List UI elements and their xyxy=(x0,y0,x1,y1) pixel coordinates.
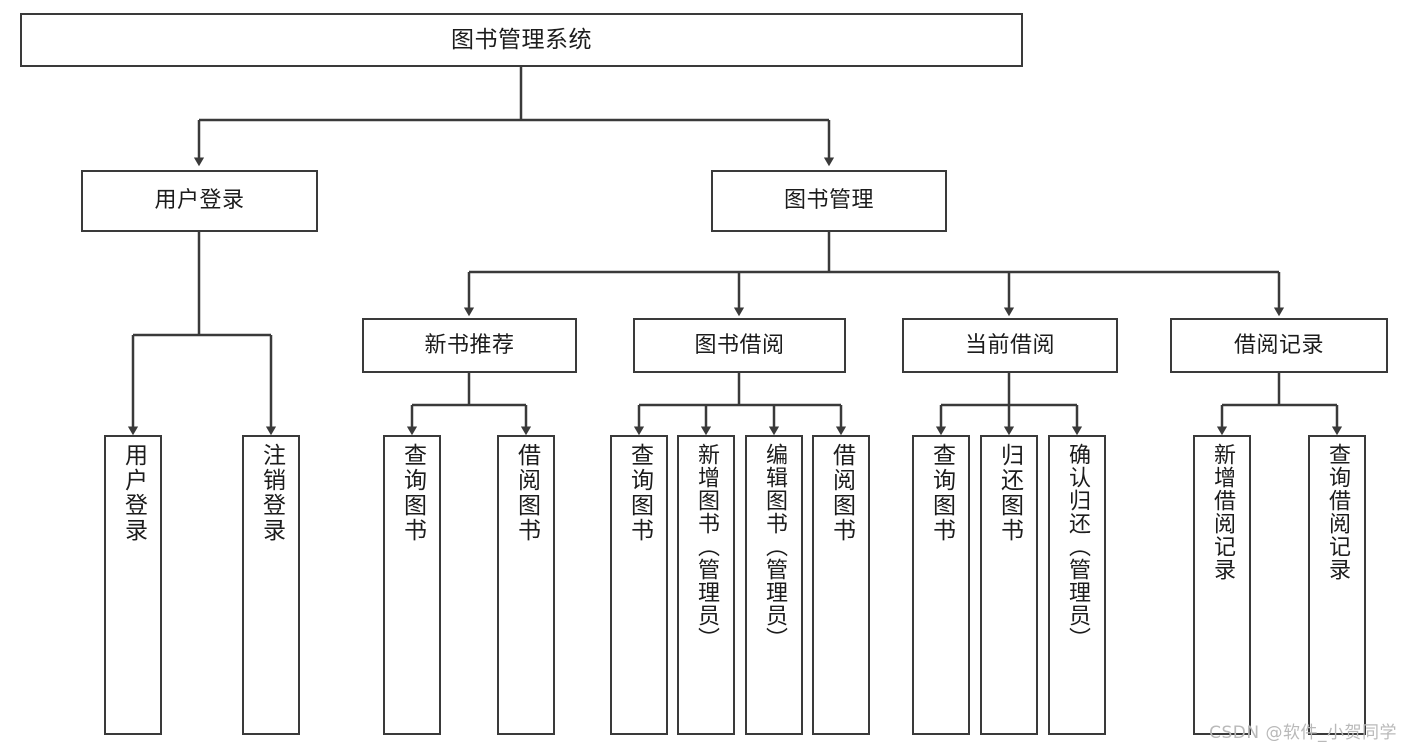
leaf-borrow-record-add-label: 新增借阅记录 xyxy=(1210,443,1235,581)
leaf-borrow-record-query[interactable]: 查询借阅记录 xyxy=(1308,435,1366,735)
leaf-book-borrow-query[interactable]: 查询图书 xyxy=(610,435,668,735)
node-root-label: 图书管理系统 xyxy=(451,26,592,53)
leaf-user-login-logout-label: 注销登录 xyxy=(258,443,285,543)
leaf-current-borrow-return[interactable]: 归还图书 xyxy=(980,435,1038,735)
leaf-user-login-login[interactable]: 用户登录 xyxy=(104,435,162,735)
leaf-new-book-query[interactable]: 查询图书 xyxy=(383,435,441,735)
node-user-login[interactable]: 用户登录 xyxy=(81,170,318,232)
leaf-new-book-query-label: 查询图书 xyxy=(399,443,426,543)
leaf-user-login-logout[interactable]: 注销登录 xyxy=(242,435,300,735)
leaf-new-book-borrow-label: 借阅图书 xyxy=(513,443,540,543)
node-current-borrow[interactable]: 当前借阅 xyxy=(902,318,1118,373)
leaf-borrow-record-query-label: 查询借阅记录 xyxy=(1325,443,1350,581)
leaf-current-borrow-return-label: 归还图书 xyxy=(996,443,1023,543)
node-book-management-label: 图书管理 xyxy=(783,188,874,214)
node-current-borrow-label: 当前借阅 xyxy=(964,332,1055,358)
node-new-book-recommend-label: 新书推荐 xyxy=(424,332,515,358)
leaf-new-book-borrow[interactable]: 借阅图书 xyxy=(497,435,555,735)
node-user-login-label: 用户登录 xyxy=(154,188,245,214)
node-borrow-record[interactable]: 借阅记录 xyxy=(1170,318,1388,373)
leaf-book-borrow-add-label: 新增图书（管理员） xyxy=(694,443,719,650)
node-root[interactable]: 图书管理系统 xyxy=(20,13,1023,67)
leaf-book-borrow-query-label: 查询图书 xyxy=(626,443,653,543)
leaf-book-borrow-edit-label: 编辑图书（管理员） xyxy=(762,443,787,650)
node-book-borrow-label: 图书借阅 xyxy=(694,332,785,358)
node-book-borrow[interactable]: 图书借阅 xyxy=(633,318,846,373)
leaf-current-borrow-confirm-return[interactable]: 确认归还（管理员） xyxy=(1048,435,1106,735)
leaf-current-borrow-confirm-return-label: 确认归还（管理员） xyxy=(1065,443,1090,650)
leaf-user-login-login-label: 用户登录 xyxy=(120,443,147,543)
leaf-current-borrow-query-label: 查询图书 xyxy=(928,443,955,543)
leaf-book-borrow-add[interactable]: 新增图书（管理员） xyxy=(677,435,735,735)
node-borrow-record-label: 借阅记录 xyxy=(1233,332,1324,358)
csdn-watermark: CSDN @软件_小贺同学 xyxy=(1209,723,1397,743)
node-book-management[interactable]: 图书管理 xyxy=(711,170,947,232)
leaf-book-borrow-borrow-label: 借阅图书 xyxy=(828,443,855,543)
leaf-book-borrow-edit[interactable]: 编辑图书（管理员） xyxy=(745,435,803,735)
leaf-book-borrow-borrow[interactable]: 借阅图书 xyxy=(812,435,870,735)
node-new-book-recommend[interactable]: 新书推荐 xyxy=(362,318,577,373)
leaf-borrow-record-add[interactable]: 新增借阅记录 xyxy=(1193,435,1251,735)
leaf-current-borrow-query[interactable]: 查询图书 xyxy=(912,435,970,735)
